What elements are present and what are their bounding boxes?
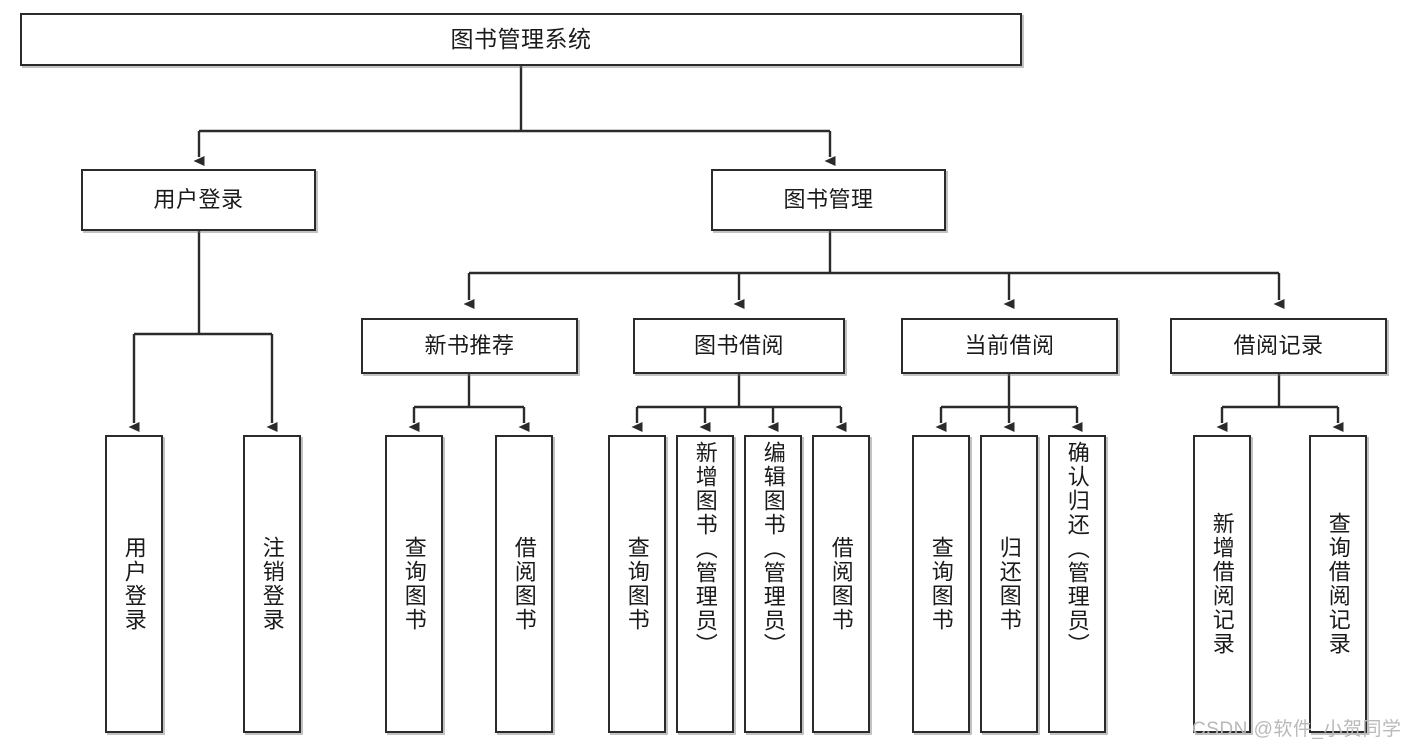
node-label: 新增图书（管理员） — [692, 441, 718, 657]
leaf-user-login-login[interactable]: 用户登录 — [105, 435, 163, 733]
node-root-system[interactable]: 图书管理系统 — [20, 13, 1022, 66]
node-label: 新书推荐 — [424, 333, 515, 359]
leaf-book-borrow-edit-book-admin[interactable]: 编辑图书（管理员） — [744, 435, 802, 733]
csdn-watermark: CSDN @软件_小贺同学 — [1192, 719, 1402, 740]
leaf-book-borrow-borrow-book[interactable]: 借阅图书 — [812, 435, 870, 733]
node-label: 借阅图书 — [828, 536, 854, 632]
leaf-new-book-query-book[interactable]: 查询图书 — [385, 435, 443, 733]
node-user-login[interactable]: 用户登录 — [81, 169, 316, 231]
leaf-borrow-record-add-record[interactable]: 新增借阅记录 — [1193, 435, 1251, 733]
node-label: 用户登录 — [121, 536, 147, 632]
leaf-current-borrow-confirm-return-admin[interactable]: 确认归还（管理员） — [1048, 435, 1106, 733]
leaf-current-borrow-return-book[interactable]: 归还图书 — [980, 435, 1038, 733]
leaf-current-borrow-query-book[interactable]: 查询图书 — [912, 435, 970, 733]
node-new-book-recommend[interactable]: 新书推荐 — [361, 318, 578, 374]
leaf-new-book-borrow-book[interactable]: 借阅图书 — [495, 435, 553, 733]
leaf-book-borrow-query-book[interactable]: 查询图书 — [608, 435, 666, 733]
node-label: 当前借阅 — [964, 333, 1055, 359]
node-label: 注销登录 — [259, 536, 285, 632]
node-label: 图书管理 — [783, 187, 874, 213]
node-label: 图书借阅 — [693, 333, 784, 359]
node-label: 确认归还（管理员） — [1064, 441, 1090, 657]
node-label: 查询借阅记录 — [1325, 512, 1351, 656]
node-label: 用户登录 — [153, 187, 244, 213]
leaf-borrow-record-query-record[interactable]: 查询借阅记录 — [1309, 435, 1367, 733]
node-label: 查询图书 — [928, 536, 954, 632]
node-label: 查询图书 — [624, 536, 650, 632]
node-label: 查询图书 — [401, 536, 427, 632]
node-label: 借阅记录 — [1233, 333, 1324, 359]
node-label: 归还图书 — [996, 536, 1022, 632]
node-current-borrow[interactable]: 当前借阅 — [901, 318, 1118, 374]
node-book-management[interactable]: 图书管理 — [711, 169, 946, 231]
node-label: 编辑图书（管理员） — [760, 441, 786, 657]
leaf-book-borrow-add-book-admin[interactable]: 新增图书（管理员） — [676, 435, 734, 733]
node-borrow-record[interactable]: 借阅记录 — [1170, 318, 1387, 374]
node-label: 借阅图书 — [511, 536, 537, 632]
node-label: 新增借阅记录 — [1209, 512, 1235, 656]
node-label: 图书管理系统 — [450, 25, 592, 52]
leaf-user-login-logout[interactable]: 注销登录 — [243, 435, 301, 733]
node-book-borrow[interactable]: 图书借阅 — [633, 318, 845, 374]
